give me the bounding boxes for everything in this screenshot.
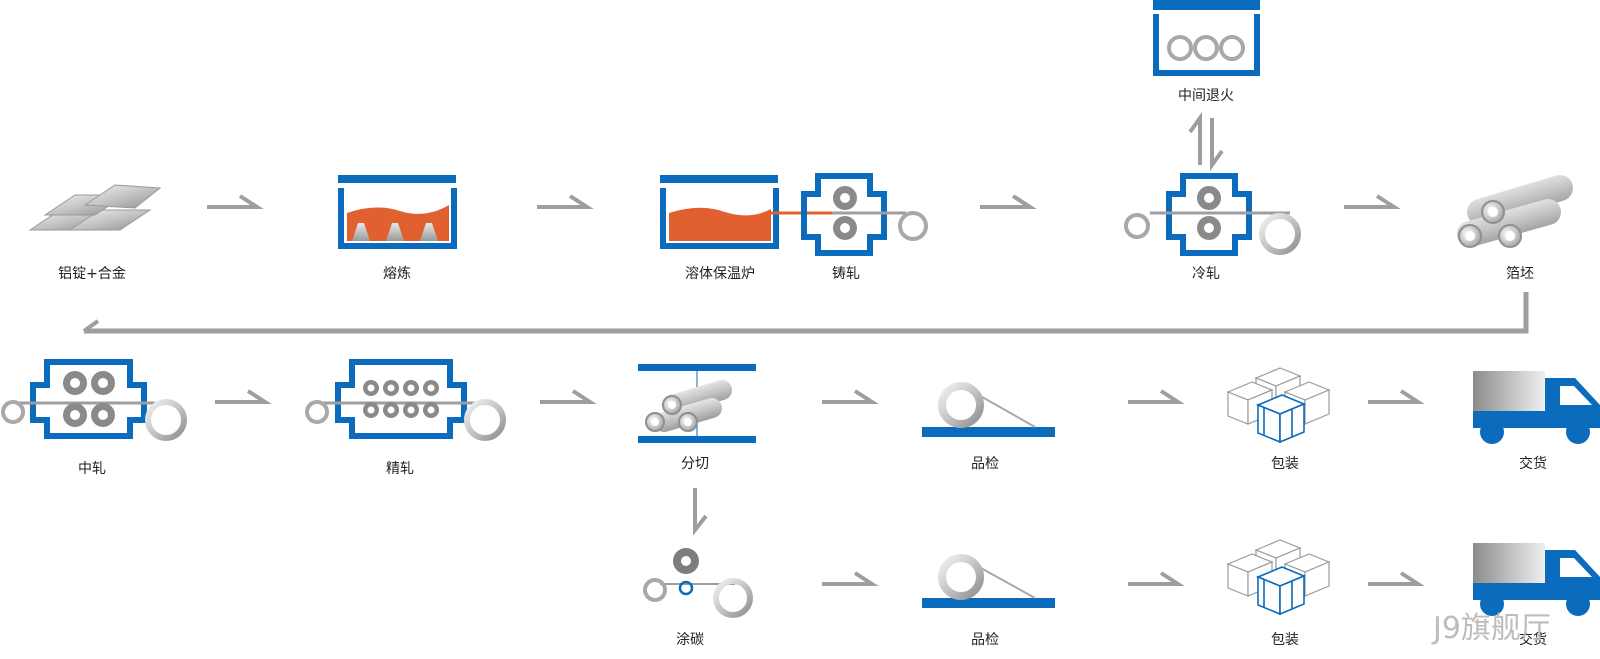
ingot-icon <box>28 184 162 231</box>
watermark: J9旗舰厅 <box>1431 611 1551 646</box>
step-inspection-2-label: 品检 <box>971 632 999 648</box>
step-finish-rolling-label: 精轧 <box>386 461 414 477</box>
arrow-icon <box>1344 194 1401 209</box>
arrow-icon <box>980 194 1037 209</box>
step-ingot-label: 铝锭+合金 <box>58 266 126 282</box>
step-carbon-coating-label: 涂碳 <box>676 632 704 648</box>
annealing-furnace-icon <box>1153 0 1260 76</box>
arrow-icon <box>537 194 594 209</box>
return-connector-arrow <box>82 292 1529 334</box>
melting-furnace-icon <box>338 175 457 249</box>
cast-rolling-mill-icon <box>801 173 928 256</box>
step-packaging-1-label: 包装 <box>1271 456 1299 472</box>
step-annealing-label: 中间退火 <box>1178 88 1234 104</box>
step-foil-stock-label: 箔坯 <box>1506 266 1534 282</box>
foil-stock-rolls-icon <box>1457 175 1573 248</box>
cold-rolling-mill-icon <box>1124 173 1301 256</box>
intermediate-rolling-mill-icon <box>1 359 187 441</box>
delivery-truck-icon <box>1473 543 1600 616</box>
arrow-icon <box>540 389 597 404</box>
step-cold-rolling-label: 冷轧 <box>1192 266 1220 282</box>
step-inspection-1-label: 品检 <box>971 456 999 472</box>
arrow-icon <box>207 194 264 209</box>
step-delivery-1-label: 交货 <box>1519 455 1547 472</box>
arrow-icon <box>215 389 272 404</box>
step-melting-label: 熔炼 <box>383 266 411 282</box>
arrow-icon <box>1368 389 1425 404</box>
arrow-icon <box>822 389 879 404</box>
bidirectional-arrow-icon <box>1188 111 1224 172</box>
finish-rolling-mill-icon <box>305 359 506 441</box>
inspection-icon <box>922 554 1055 608</box>
arrow-icon <box>1128 389 1185 404</box>
step-holding-furnace-label: 溶体保温炉 <box>685 266 755 282</box>
packaging-boxes-icon <box>1226 367 1331 444</box>
step-cast-rolling-label: 铸轧 <box>832 266 860 282</box>
step-intermediate-rolling-label: 中轧 <box>78 461 106 477</box>
step-slitting-label: 分切 <box>681 456 709 472</box>
step-packaging-2-label: 包装 <box>1271 632 1299 648</box>
holding-furnace-icon <box>660 175 832 249</box>
inspection-icon <box>922 382 1055 437</box>
delivery-truck-icon <box>1473 371 1600 444</box>
arrow-icon <box>1368 571 1425 586</box>
arrow-icon <box>1128 571 1185 586</box>
arrow-icon <box>822 571 879 586</box>
slitting-machine-icon <box>638 364 756 443</box>
carbon-coating-icon <box>643 548 753 618</box>
down-arrow-icon <box>693 488 708 536</box>
packaging-boxes-icon <box>1226 539 1331 616</box>
step-delivery-2-label: 交货 <box>1519 631 1547 648</box>
